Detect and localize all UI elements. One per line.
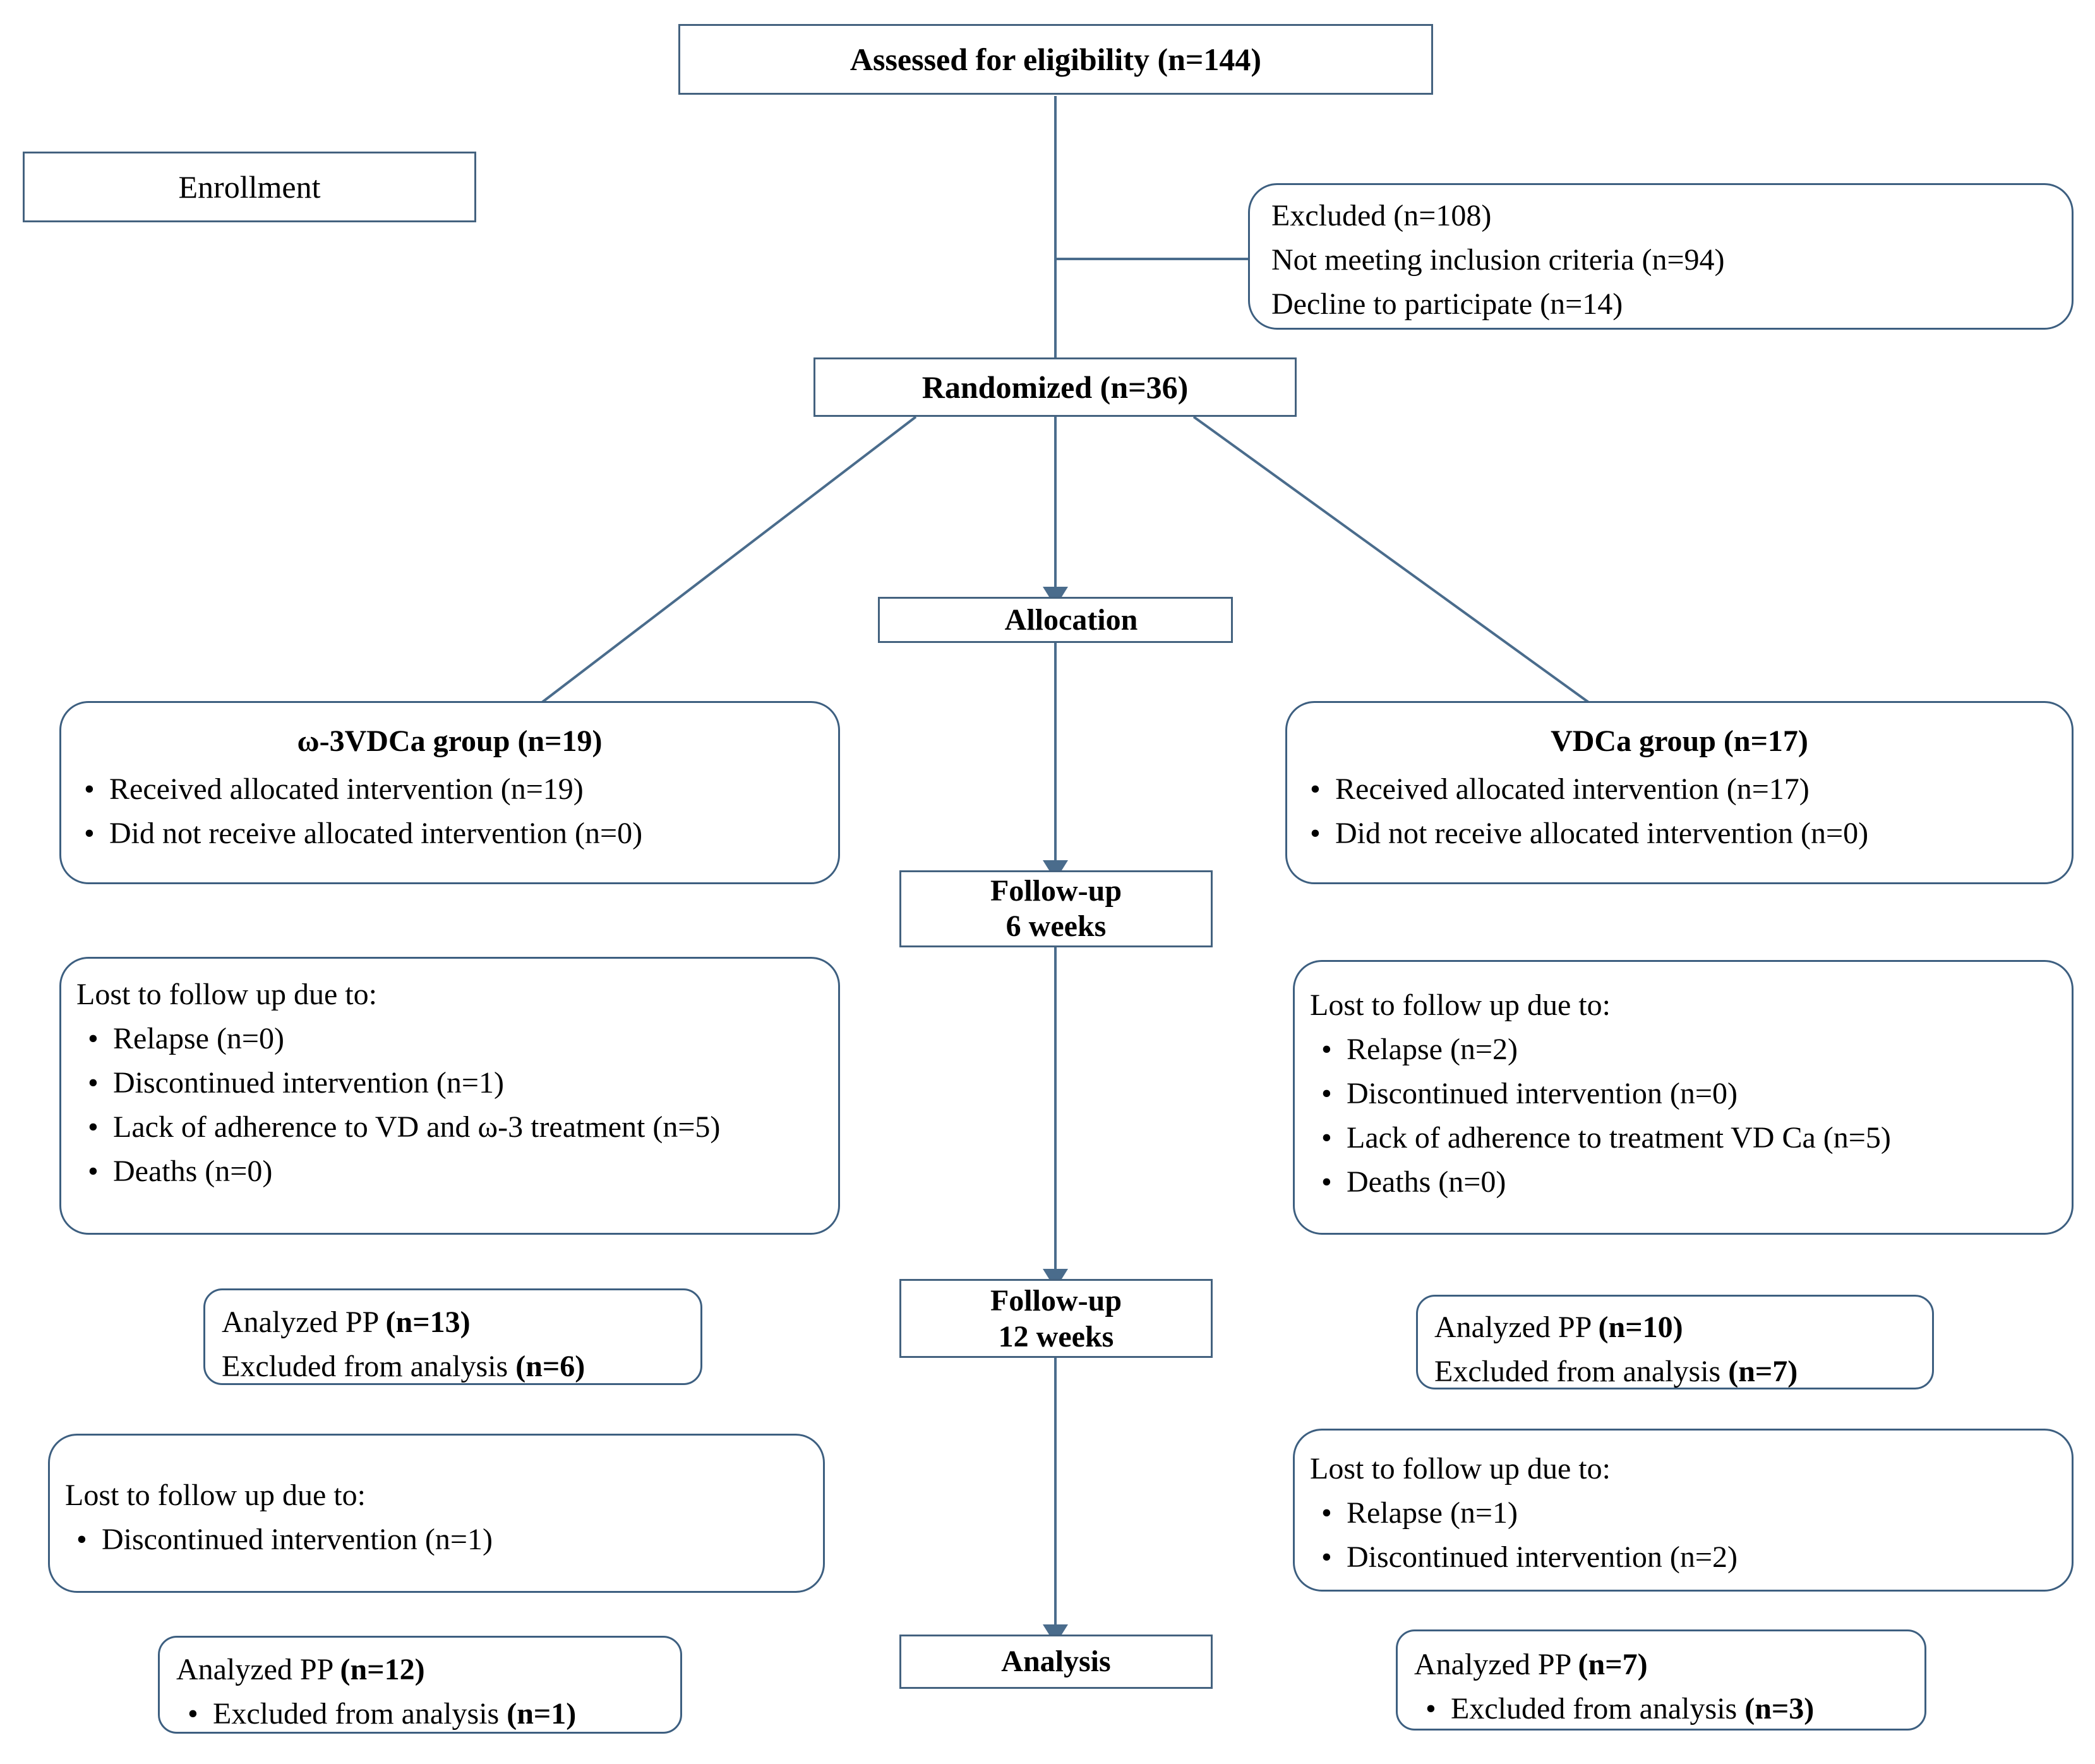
excluded-n: (n=1) [507,1697,577,1731]
followup-12-weeks-box: Follow-up 12 weeks [899,1279,1213,1358]
list-item: Relapse (n=0) [76,1017,823,1061]
followup-6-weeks-box: Follow-up 6 weeks [899,870,1213,947]
left-lost-6w-box: Lost to follow up due to: Relapse (n=0) … [59,957,840,1235]
right-arm-title: VDCa group (n=17) [1551,724,1808,758]
right-analyzed-final-box: Analyzed PP (n=7) Excluded from analysis… [1396,1629,1926,1731]
right-lost-6w-list: Relapse (n=2) Discontinued intervention … [1310,1028,2056,1204]
right-analyzed-final-list: Excluded from analysis (n=3) [1414,1687,1908,1731]
excluded-line-2: Decline to participate (n=14) [1271,287,1623,321]
left-analyzed-12w-line1: Analyzed PP (n=13) [222,1300,684,1345]
list-item: Did not receive allocated intervention (… [73,812,827,856]
left-lost-6w-list: Relapse (n=0) Discontinued intervention … [76,1017,823,1194]
excluded-label: Excluded from analysis [1451,1692,1745,1725]
left-analyzed-final-line1: Analyzed PP (n=12) [176,1648,664,1692]
list-item: Relapse (n=2) [1310,1028,2056,1072]
followup-12w-line1: Follow-up [990,1283,1122,1317]
left-allocation-box: ω-3VDCa group (n=19) Received allocated … [59,701,840,884]
list-item: Received allocated intervention (n=17) [1299,767,2060,812]
analyzed-label: Analyzed PP [1414,1648,1578,1681]
analyzed-n: (n=12) [340,1653,425,1686]
analyzed-label: Analyzed PP [1434,1311,1599,1344]
wire-randomized-to-left [535,416,917,708]
followup-6w-line2: 6 weeks [1005,909,1107,943]
left-arm-title: ω-3VDCa group (n=19) [297,724,603,758]
list-item: Excluded from analysis (n=1) [176,1692,664,1736]
list-item: Discontinued intervention (n=0) [1310,1072,2056,1116]
allocation-stage-label: Allocation [1004,603,1138,637]
randomized-box: Randomized (n=36) [813,357,1297,417]
list-item: Lack of adherence to VD and ω-3 treatmen… [76,1105,823,1149]
enrollment-stage-box: Enrollment [23,152,476,222]
left-lost-12w-heading: Lost to follow up due to: [65,1479,366,1512]
analyzed-label: Analyzed PP [222,1305,386,1339]
analyzed-label: Analyzed PP [176,1653,340,1686]
right-lost-12w-heading: Lost to follow up due to: [1310,1452,1611,1485]
wire-randomized-to-right [1192,416,1596,708]
right-analyzed-final-line1: Analyzed PP (n=7) [1414,1643,1908,1687]
left-analyzed-12w-line2: Excluded from analysis (n=6) [222,1345,684,1389]
allocation-stage-box: Allocation [878,597,1233,643]
left-allocation-list: Received allocated intervention (n=19) D… [73,767,827,856]
enrollment-stage-label: Enrollment [178,169,321,205]
right-lost-12w-box: Lost to follow up due to: Relapse (n=1) … [1293,1429,2074,1592]
list-item: Discontinued intervention (n=1) [76,1061,823,1105]
excluded-n: (n=3) [1744,1692,1815,1725]
excluded-n: (n=7) [1728,1355,1798,1388]
analysis-stage-label: Analysis [1001,1645,1111,1678]
list-item: Discontinued intervention (n=2) [1310,1535,2056,1580]
list-item: Relapse (n=1) [1310,1491,2056,1535]
followup-12w-line2: 12 weeks [998,1319,1114,1353]
analysis-stage-box: Analysis [899,1635,1213,1689]
list-item: Excluded from analysis (n=3) [1414,1687,1908,1731]
excluded-box: Excluded (n=108) Not meeting inclusion c… [1248,183,2074,330]
list-item: Did not receive allocated intervention (… [1299,812,2060,856]
followup-6w-line1: Follow-up [990,874,1122,908]
analyzed-n: (n=10) [1598,1311,1683,1344]
right-allocation-list: Received allocated intervention (n=17) D… [1299,767,2060,856]
right-analyzed-12w-line2: Excluded from analysis (n=7) [1434,1350,1916,1394]
right-allocation-box: VDCa group (n=17) Received allocated int… [1285,701,2074,884]
list-item: Deaths (n=0) [1310,1160,2056,1204]
list-item: Lack of adherence to treatment VD Ca (n=… [1310,1116,2056,1160]
right-lost-6w-heading: Lost to follow up due to: [1310,988,1611,1022]
list-item: Deaths (n=0) [76,1149,823,1194]
randomized-text: Randomized (n=36) [921,369,1189,405]
left-lost-6w-heading: Lost to follow up due to: [76,978,377,1011]
left-lost-12w-list: Discontinued intervention (n=1) [65,1518,808,1562]
right-lost-6w-box: Lost to follow up due to: Relapse (n=2) … [1293,960,2074,1235]
excluded-label: Excluded from analysis [213,1697,507,1731]
list-item: Received allocated intervention (n=19) [73,767,827,812]
excluded-label: Excluded from analysis [222,1350,516,1383]
excluded-line-0: Excluded (n=108) [1271,199,1492,232]
left-analyzed-final-list: Excluded from analysis (n=1) [176,1692,664,1736]
excluded-n: (n=6) [515,1350,585,1383]
right-analyzed-12w-line1: Analyzed PP (n=10) [1434,1305,1916,1350]
right-analyzed-12w-box: Analyzed PP (n=10) Excluded from analysi… [1416,1295,1934,1389]
excluded-label: Excluded from analysis [1434,1355,1729,1388]
assessed-for-eligibility-text: Assessed for eligibility (n=144) [849,42,1262,77]
analyzed-n: (n=13) [385,1305,471,1339]
excluded-line-1: Not meeting inclusion criteria (n=94) [1271,243,1725,277]
right-lost-12w-list: Relapse (n=1) Discontinued intervention … [1310,1491,2056,1580]
list-item: Discontinued intervention (n=1) [65,1518,808,1562]
left-analyzed-12w-box: Analyzed PP (n=13) Excluded from analysi… [203,1288,702,1385]
assessed-for-eligibility-box: Assessed for eligibility (n=144) [678,24,1433,95]
left-analyzed-final-box: Analyzed PP (n=12) Excluded from analysi… [158,1636,682,1736]
left-lost-12w-box: Lost to follow up due to: Discontinued i… [48,1434,825,1593]
analyzed-n: (n=7) [1578,1648,1648,1681]
